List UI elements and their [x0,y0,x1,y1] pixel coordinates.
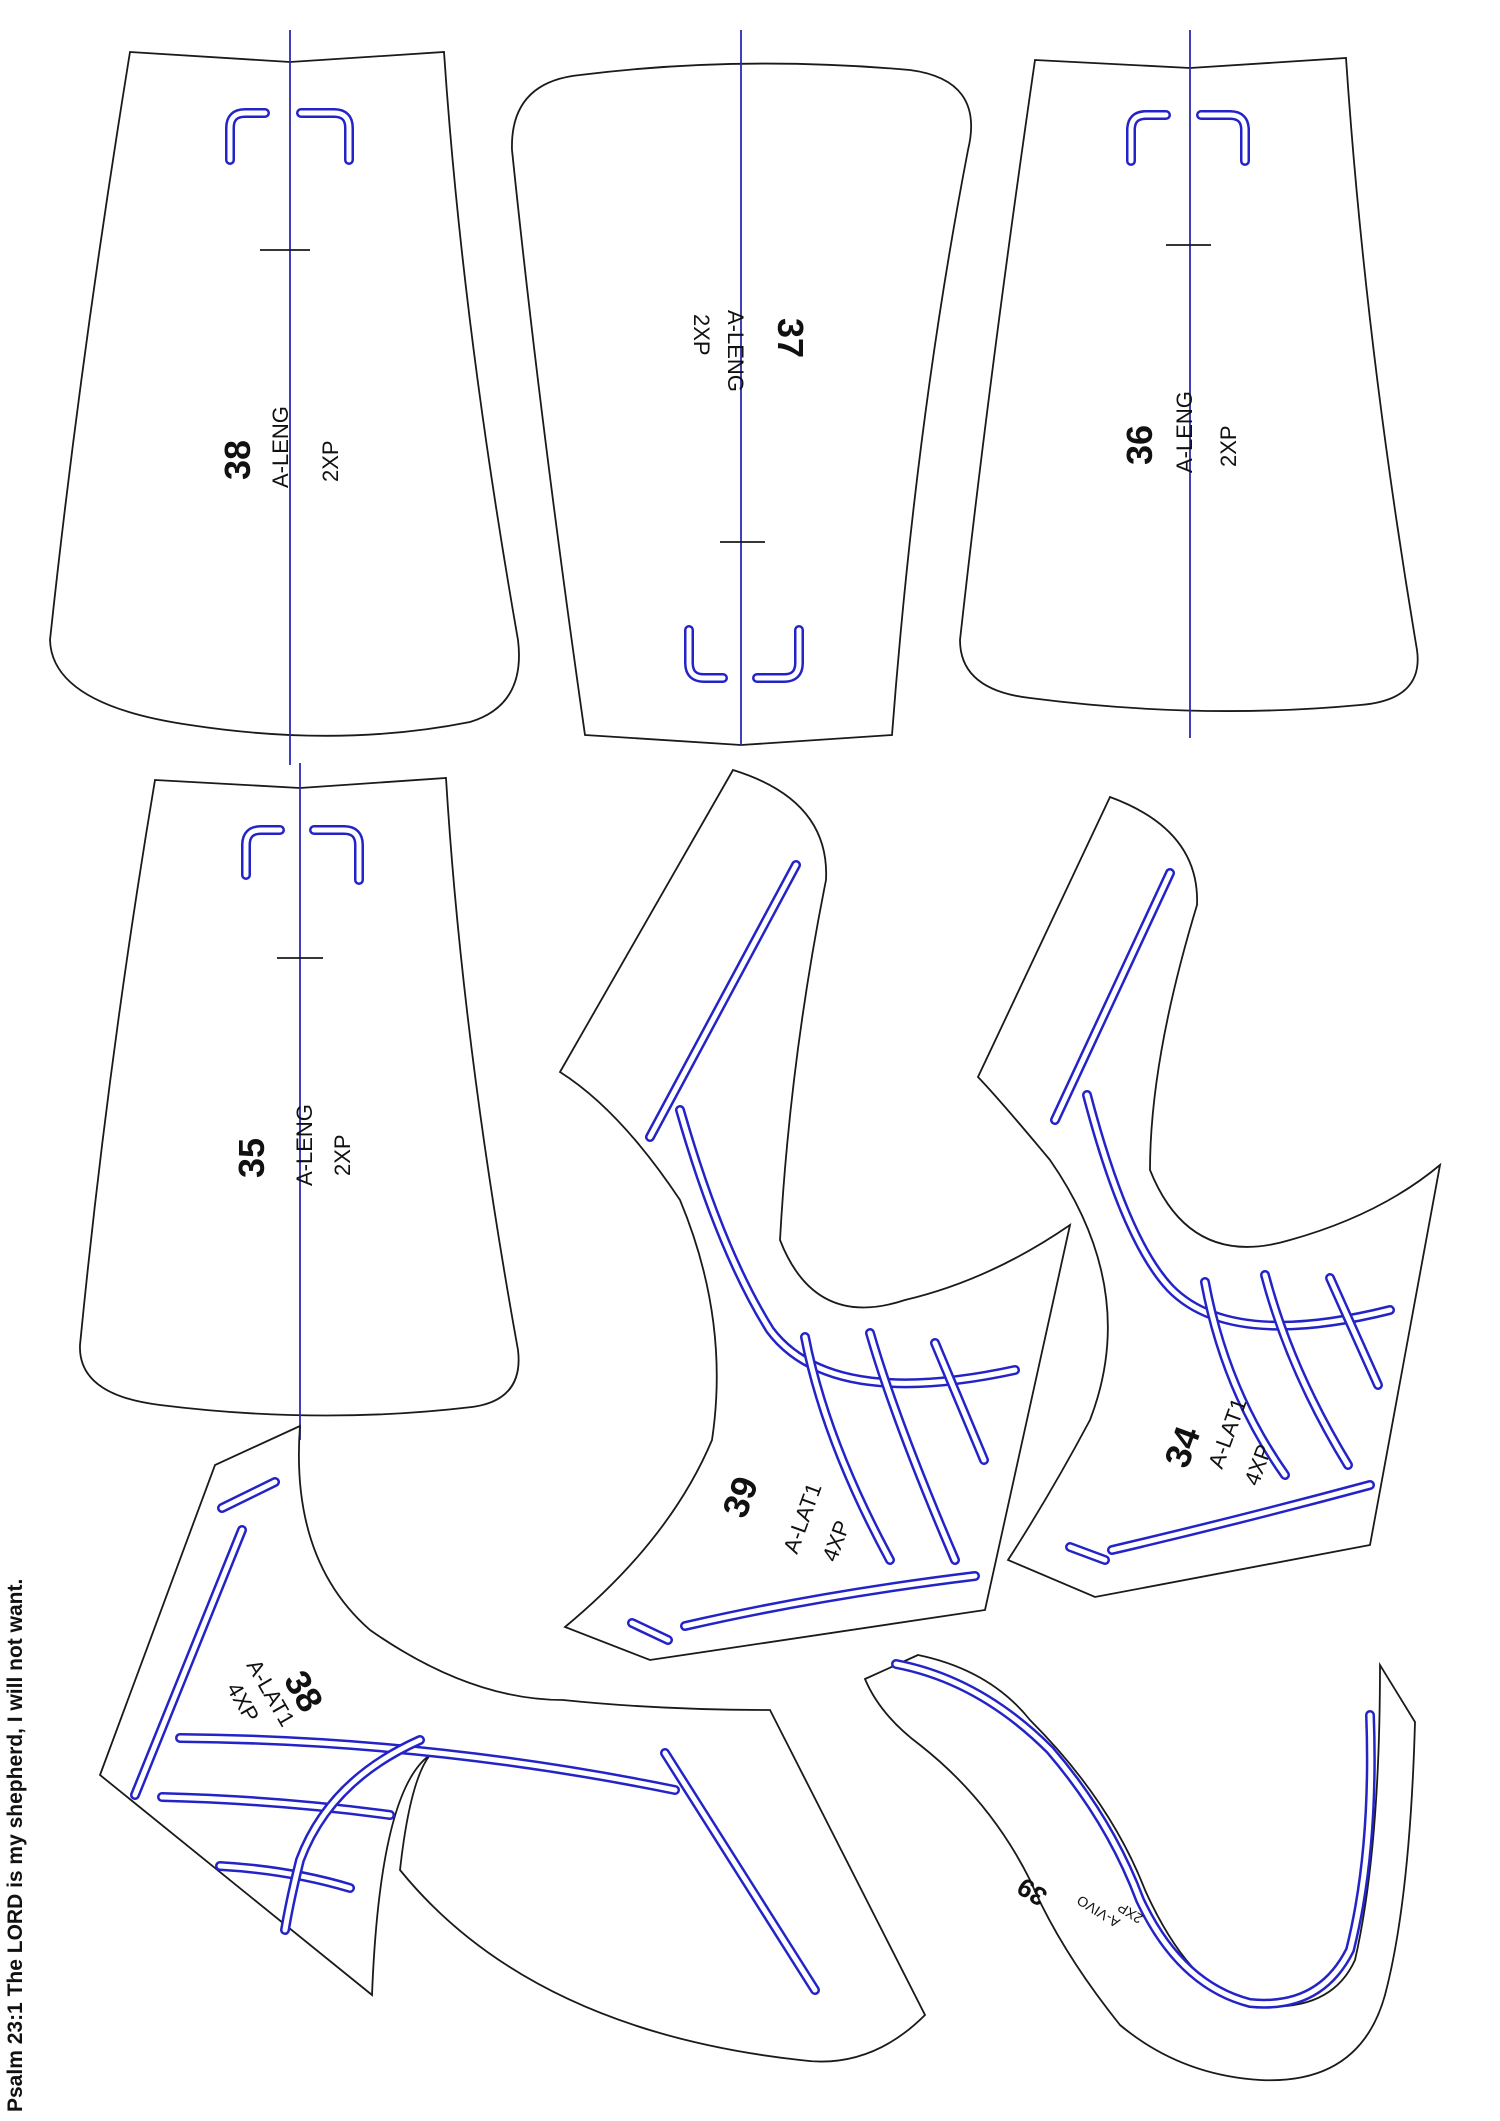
piece-outline [976,795,1442,1598]
footer-verse: Psalm 23:1 The LORD is my shepherd, I wi… [4,1579,27,2112]
piece-number: 35 [231,1138,272,1178]
piece-qty: 2XP [330,1134,355,1176]
piece-number: 34 [1156,1421,1208,1473]
piece-38-leng[interactable]: 38 A-LENG 2XP [49,30,520,765]
piece-36-leng[interactable]: 36 A-LENG 2XP [959,30,1419,738]
piece-code: A-LENG [268,406,293,488]
piece-outline [49,51,520,737]
piece-35-leng[interactable]: 35 A-LENG 2XP [79,763,520,1440]
piece-outline [558,768,1072,1661]
piece-code: A-LAT1 [1203,1395,1251,1472]
seam-marks [241,825,364,885]
piece-outline [959,57,1419,712]
seam-marks [891,1659,1376,2009]
piece-number: 39 [1012,1872,1052,1913]
piece-code: A-VIVO [1074,1892,1123,1931]
piece-code: A-LENG [292,1104,317,1186]
piece-39-lat1[interactable]: 39 A-LAT1 4XP [558,768,1072,1661]
piece-number: 37 [770,318,811,358]
piece-number: 36 [1119,425,1160,465]
piece-qty: 2XP [1216,425,1241,467]
piece-qty: 2XP [318,440,343,482]
seam-marks [225,108,354,165]
seam-marks [1050,868,1395,1565]
seam-marks [684,625,804,683]
piece-outline [79,777,520,1417]
piece-outline [863,1654,1416,2082]
seam-marks [130,1477,820,1995]
piece-37-leng[interactable]: 37 A-LENG 2XP [511,30,973,746]
piece-number: 38 [217,440,258,480]
piece-38-lat1[interactable]: 38 A-LAT1 4XP [98,1424,927,2063]
piece-code: A-LENG [1172,391,1197,473]
piece-34-lat1[interactable]: 34 A-LAT1 4XP [976,795,1442,1598]
piece-qty: 2XP [689,314,714,356]
piece-outline [511,62,973,746]
seam-marks [1126,110,1250,166]
seam-marks [627,860,1020,1645]
piece-39-vivo[interactable]: 39 2XP A-VIVO [863,1654,1416,2082]
piece-qty: 4XP [817,1517,855,1565]
piece-qty: 4XP [1239,1441,1277,1489]
piece-code: A-LENG [723,310,748,392]
piece-code: A-LAT1 [778,1480,826,1557]
piece-number: 39 [714,1471,766,1523]
